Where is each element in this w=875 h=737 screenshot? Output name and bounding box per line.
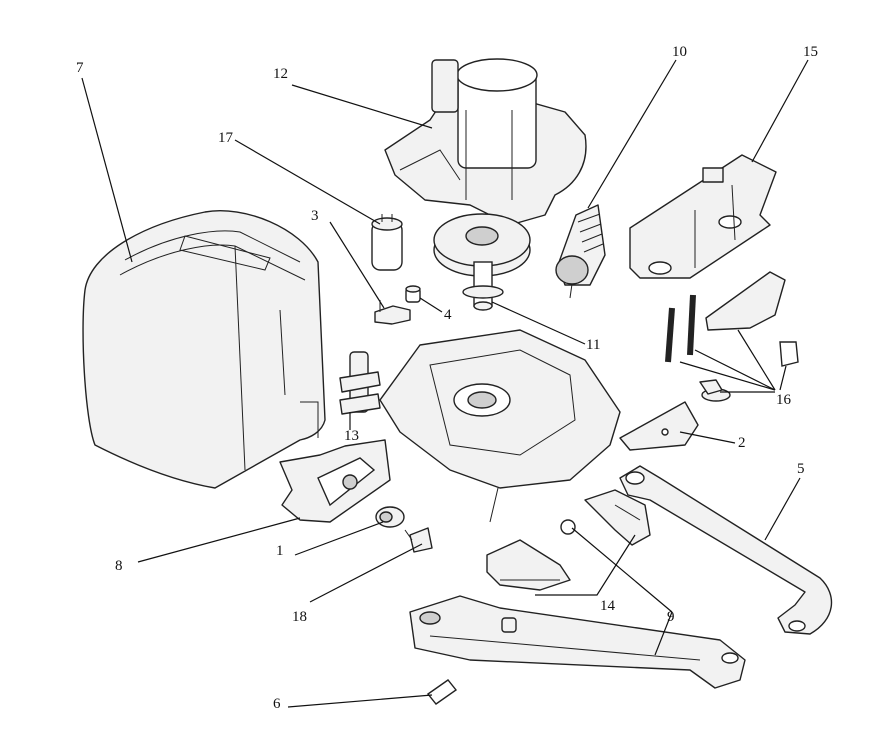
callout-17: 17 bbox=[218, 130, 234, 146]
callout-7: 7 bbox=[76, 60, 84, 76]
part-rack-sector bbox=[584, 489, 651, 546]
part-mounting-bracket bbox=[629, 154, 777, 279]
leader-16a bbox=[679, 361, 776, 391]
callout-15: 15 bbox=[803, 44, 818, 60]
leader-9a bbox=[571, 527, 673, 613]
callout-10: 10 bbox=[672, 44, 687, 60]
part-capacitor bbox=[371, 214, 403, 271]
leader-3 bbox=[329, 221, 385, 309]
part-terminal-block bbox=[339, 351, 381, 415]
leader-9b bbox=[654, 611, 673, 656]
part-key bbox=[404, 527, 433, 553]
leader-6 bbox=[287, 694, 433, 708]
leader-12 bbox=[291, 84, 433, 129]
leader-16d bbox=[779, 365, 787, 391]
leader-1 bbox=[294, 521, 384, 556]
leader-17 bbox=[234, 139, 381, 225]
callout-4: 4 bbox=[444, 307, 452, 323]
leader-10 bbox=[587, 59, 677, 209]
part-gear bbox=[433, 213, 531, 311]
part-fuse bbox=[426, 679, 458, 705]
part-gear-sector bbox=[486, 539, 571, 591]
leader-lines bbox=[81, 59, 809, 708]
callout-11: 11 bbox=[586, 337, 600, 353]
callout-13: 13 bbox=[344, 428, 359, 444]
part-hardware-set bbox=[665, 271, 799, 402]
part-curved-arm bbox=[619, 465, 833, 635]
callout-16: 16 bbox=[776, 392, 792, 408]
leader-16b bbox=[694, 349, 776, 391]
part-release-bracket bbox=[279, 439, 391, 523]
leader-15 bbox=[751, 59, 809, 163]
part-bolt bbox=[560, 519, 576, 535]
part-motor-assembly bbox=[384, 58, 587, 226]
leader-2 bbox=[679, 431, 736, 444]
part-base-plate bbox=[379, 329, 621, 523]
callout-5: 5 bbox=[797, 461, 805, 477]
callout-2: 2 bbox=[738, 435, 746, 451]
callout-1: 1 bbox=[276, 543, 284, 559]
part-cover bbox=[82, 210, 326, 489]
part-lock-cylinder bbox=[375, 506, 405, 528]
leader-18 bbox=[309, 543, 423, 603]
callout-3: 3 bbox=[311, 208, 319, 224]
leader-16c bbox=[737, 329, 776, 391]
part-worm-shaft bbox=[555, 204, 606, 299]
leader-11 bbox=[491, 301, 586, 345]
callout-6: 6 bbox=[273, 696, 281, 712]
callout-18: 18 bbox=[292, 609, 307, 625]
callout-8: 8 bbox=[115, 558, 123, 574]
part-limit-switch bbox=[374, 300, 411, 325]
leader-14 bbox=[535, 534, 636, 596]
callout-12: 12 bbox=[273, 66, 288, 82]
leader-4 bbox=[419, 297, 443, 313]
part-bushing bbox=[405, 285, 421, 303]
callout-labels: 7 12 17 3 4 10 15 11 16 13 2 5 8 1 18 14… bbox=[76, 44, 818, 712]
part-cam-plate bbox=[619, 401, 699, 451]
part-straight-arm bbox=[409, 595, 746, 689]
callout-9: 9 bbox=[667, 609, 675, 625]
leader-7 bbox=[81, 77, 133, 263]
callout-14: 14 bbox=[600, 598, 616, 614]
leader-8 bbox=[137, 517, 301, 563]
leader-5 bbox=[764, 477, 801, 541]
